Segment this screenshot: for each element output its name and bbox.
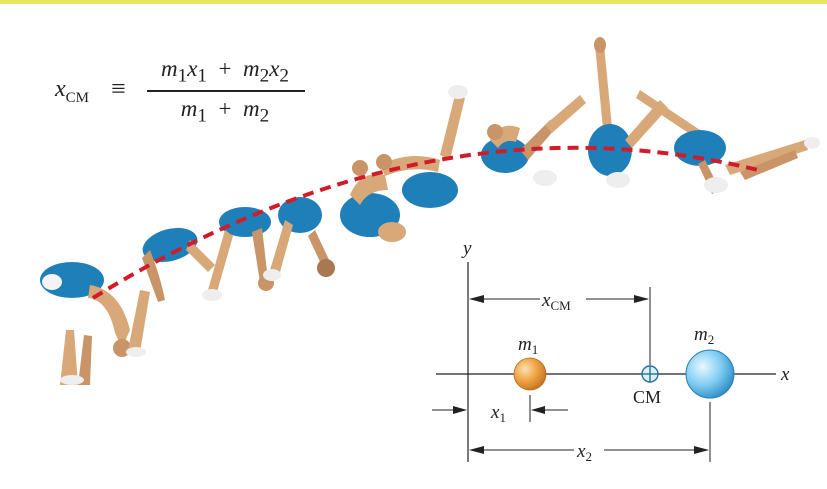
top-accent-bar	[0, 0, 827, 4]
formula-fraction-bar	[147, 90, 305, 92]
x1-arrowhead-right	[531, 406, 545, 414]
gymnast-figure	[340, 160, 406, 242]
cm-trajectory-curve	[91, 145, 759, 300]
x2-arrowhead-right	[694, 446, 709, 454]
xcm-dimension-label: xCM	[541, 290, 571, 313]
x2-arrowhead-left	[469, 446, 484, 454]
gymnast-figure	[263, 197, 335, 281]
xcm-arrowhead-left	[469, 295, 484, 303]
formula-denominator: m1 + m2	[180, 96, 270, 127]
x2-dimension-label: x2	[576, 441, 592, 464]
formula-numerator: m1x1 + m2x2	[161, 56, 289, 87]
cm-label: CM	[633, 387, 661, 407]
x1-arrowhead-left	[453, 406, 467, 414]
xcm-arrowhead-right	[634, 295, 649, 303]
x-axis-label: x	[780, 364, 790, 385]
cm-formula: xCM ≡ m1x1 + m2x2 m1 + m2	[55, 52, 315, 132]
gymnast-figure	[40, 262, 131, 385]
two-mass-diagram: y x xCM x1 x2 m1 CM	[432, 238, 790, 464]
formula-lhs: xCM	[55, 76, 89, 106]
gymnast-figure	[725, 137, 820, 180]
mass-2-sphere	[685, 349, 735, 399]
gymnast-figure	[126, 227, 215, 357]
gymnast-figure	[376, 85, 468, 208]
gymnast-figure	[588, 37, 668, 188]
mass-1-sphere	[513, 357, 547, 391]
y-axis-label: y	[461, 238, 472, 259]
mass-2-label: m2	[694, 324, 714, 347]
mass-1-label: m1	[518, 334, 538, 357]
formula-equiv: ≡	[111, 74, 126, 103]
gymnast-figure	[636, 90, 728, 194]
gymnast-figure	[481, 95, 586, 186]
x1-dimension-label: x1	[490, 402, 506, 425]
